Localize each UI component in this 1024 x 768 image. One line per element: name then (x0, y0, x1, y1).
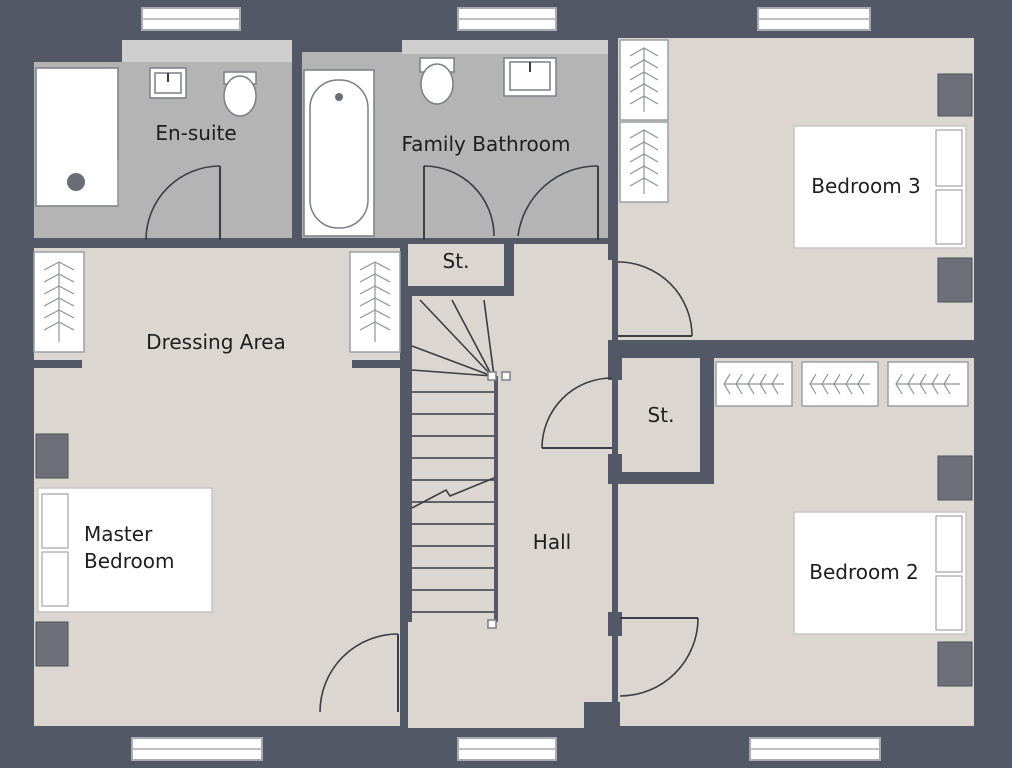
window-top-centre (457, 7, 557, 31)
master-bed (37, 487, 213, 613)
bedside-bedroom2-top (937, 455, 973, 501)
bathroom-door-right (517, 165, 599, 240)
bedside-bedroom3-top (937, 73, 973, 117)
bedside-master-bottom (35, 621, 69, 667)
wardrobe-dressing-right (349, 251, 401, 353)
window-top-right (757, 7, 871, 31)
label-dressing-area: Dressing Area (146, 330, 286, 354)
bedside-bedroom3-bottom (937, 257, 973, 303)
bedroom2-bed (793, 511, 967, 635)
bathroom-window-sill (402, 40, 608, 54)
wardrobe-bedroom2-3 (887, 361, 969, 407)
bedroom3-door (617, 261, 693, 337)
label-store-mid: St. (648, 403, 675, 427)
bath-tub (303, 69, 375, 237)
window-top-left (141, 7, 241, 31)
staircase (406, 296, 511, 629)
ensuite-basin (149, 67, 187, 99)
bedside-bedroom2-bottom (937, 641, 973, 687)
wardrobes (33, 39, 969, 407)
ensuite-floor (122, 52, 292, 238)
wardrobe-dressing-left (33, 251, 85, 353)
store-mid-floor (618, 360, 702, 472)
window-bottom-right (749, 737, 881, 761)
internal-walls (34, 38, 974, 728)
label-family-bathroom: Family Bathroom (402, 132, 571, 156)
bathroom-fixtures (303, 57, 557, 237)
doors (145, 165, 699, 713)
beds (37, 125, 967, 635)
label-master-line1: Master (84, 522, 153, 546)
ensuite-toilet (223, 71, 257, 117)
room-labels: En-suite Family Bathroom St. Dressing Ar… (84, 121, 921, 584)
label-master-line2: Bedroom (84, 549, 174, 573)
ensuite-door (145, 165, 221, 241)
store-top-floor (408, 244, 504, 288)
window-bottom-left (131, 737, 263, 761)
master-bedroom-door (319, 633, 399, 713)
label-bedroom3: Bedroom 3 (811, 174, 921, 198)
label-store-top: St. (443, 249, 470, 273)
ensuite-fixtures (35, 67, 257, 207)
store-door (541, 377, 613, 449)
wardrobe-bedroom2-1 (715, 361, 793, 407)
label-hall: Hall (533, 530, 571, 554)
hall-top-floor (506, 244, 612, 300)
bedroom2-door (619, 617, 699, 697)
bedside-tables (35, 73, 973, 687)
windows (122, 7, 881, 761)
label-bedroom2: Bedroom 2 (809, 560, 919, 584)
dressing-area-floor (34, 248, 400, 370)
bathroom-basin (503, 57, 557, 97)
bedside-master-top (35, 433, 69, 479)
label-ensuite: En-suite (155, 121, 236, 145)
hall-floor (408, 244, 612, 728)
wardrobe-bedroom3-top (619, 39, 669, 121)
window-bottom-centre (457, 737, 557, 761)
bathroom-toilet (419, 57, 455, 105)
wardrobe-bedroom3-bottom (619, 121, 669, 203)
wardrobe-bedroom2-2 (801, 361, 879, 407)
bathroom-door-left (423, 165, 495, 240)
ensuite-window-sill (122, 40, 292, 62)
bedroom3-bed (793, 125, 967, 249)
shower-drain (67, 173, 85, 191)
